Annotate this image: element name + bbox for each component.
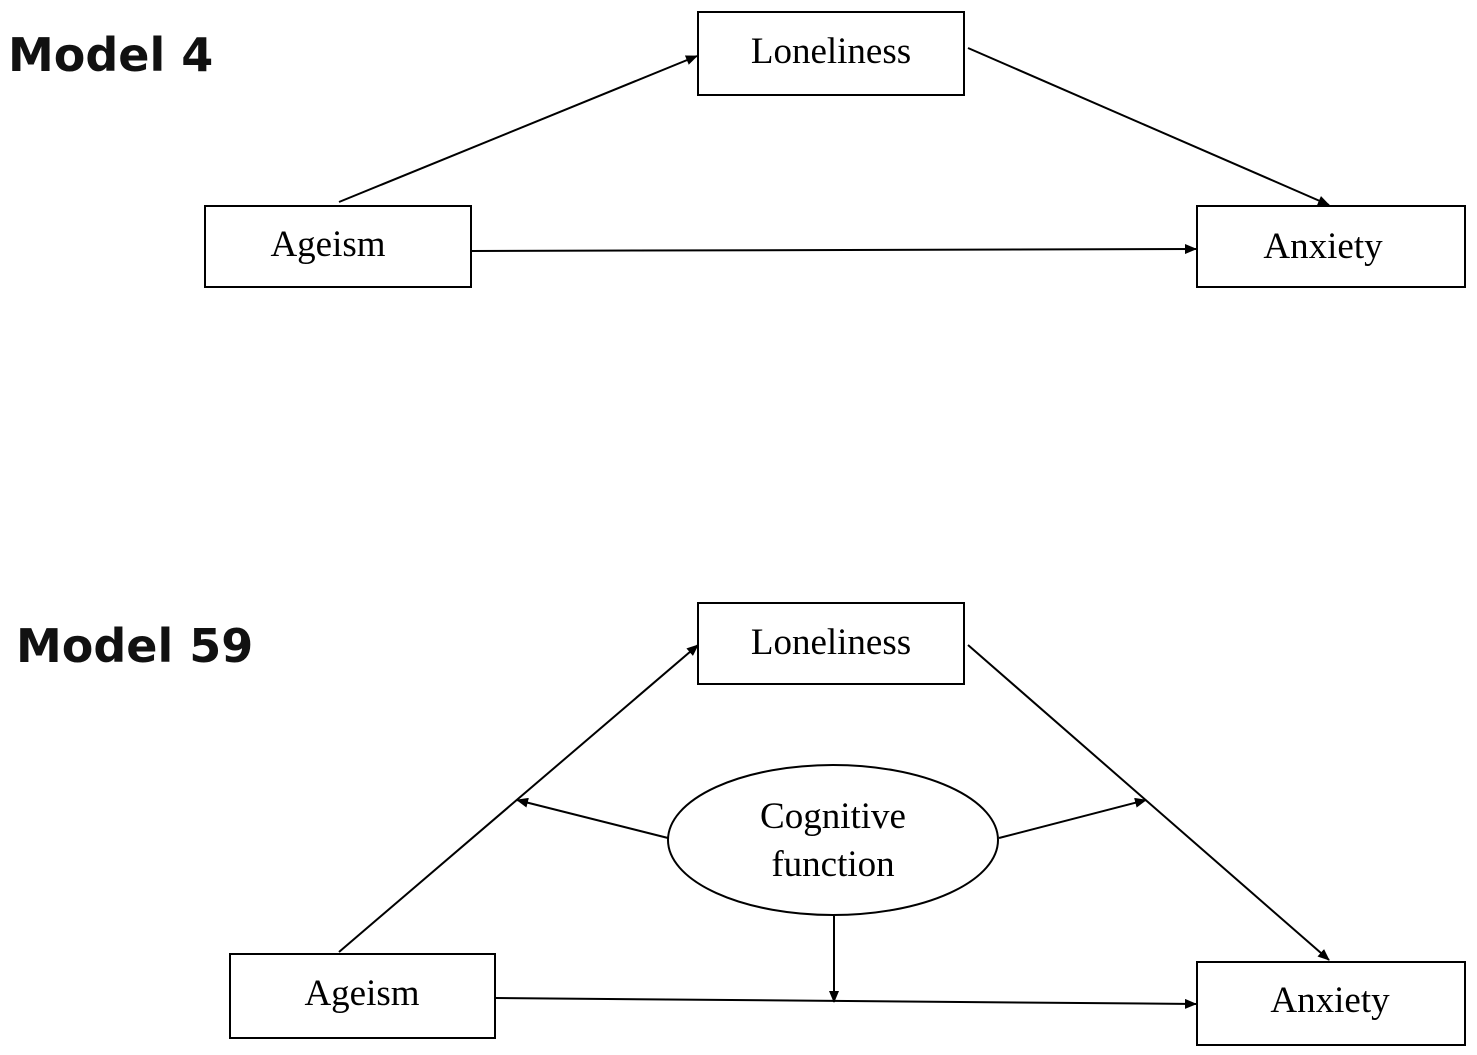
- model-59-edge-ageism-to-loneliness: [338, 644, 699, 953]
- model-4-node-loneliness: Loneliness: [697, 11, 965, 96]
- model-59-cognitive-label-line2: function: [771, 844, 894, 885]
- model-4-panel: Model 4 Loneliness Ageism Anxiety: [8, 11, 1466, 288]
- model-4-edge-ageism-to-loneliness: [338, 55, 698, 203]
- model-4-title: Model 4: [8, 28, 213, 82]
- model-59-node-loneliness: Loneliness: [697, 602, 965, 685]
- model-59-cognitive-label-line1: Cognitive: [760, 796, 906, 837]
- model-4-node-anxiety: Anxiety: [1196, 205, 1466, 288]
- model-59-moderation-edge-to-b-path: [998, 797, 1147, 839]
- model-59-moderation-edge-to-a-path: [516, 797, 669, 839]
- model-59-loneliness-label: Loneliness: [751, 622, 911, 663]
- model-4-edge-ageism-to-anxiety: [471, 244, 1197, 255]
- model-59-edge-loneliness-to-anxiety: [967, 644, 1330, 961]
- model-59-node-ageism: Ageism: [229, 953, 496, 1039]
- model-59-ageism-label: Ageism: [304, 973, 419, 1014]
- model-59-node-anxiety: Anxiety: [1196, 961, 1466, 1046]
- model-59-node-cognitive-function: Cognitive function: [667, 764, 999, 916]
- model-59-anxiety-label: Anxiety: [1270, 980, 1390, 1021]
- model-59-edge-ageism-to-anxiety: [495, 997, 1197, 1009]
- model-4-loneliness-label: Loneliness: [751, 31, 911, 72]
- model-4-anxiety-label: Anxiety: [1263, 226, 1383, 267]
- model-4-edge-loneliness-to-anxiety: [967, 47, 1330, 206]
- model-59-title: Model 59: [16, 619, 253, 673]
- model-4-ageism-label: Ageism: [270, 224, 385, 265]
- model-4-node-ageism: Ageism: [204, 205, 472, 288]
- model-59-panel: Model 59 Loneliness Cognitive function A…: [16, 602, 1466, 1046]
